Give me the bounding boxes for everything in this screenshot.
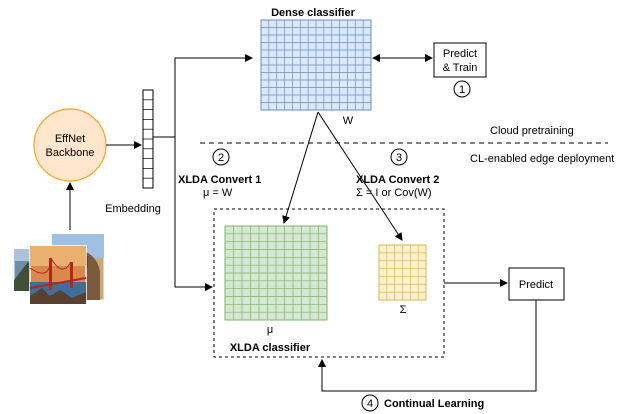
mu-label: μ <box>267 324 273 336</box>
sigma-label: Σ <box>400 304 407 316</box>
convert1-arrow <box>282 111 319 224</box>
backbone-label-2: Backbone <box>46 147 95 159</box>
convert2-title: XLDA Convert 2 <box>356 174 439 186</box>
mu-grid <box>224 225 328 321</box>
step4-circle <box>361 394 379 412</box>
continual-learning-arrow <box>318 300 537 392</box>
predict-train-label-2: & Train <box>443 62 478 74</box>
predict-train-box <box>433 42 487 78</box>
cl-edge-deployment-label: CL-enabled edge deployment <box>470 153 614 165</box>
backbone-label-1: EffNet <box>55 133 85 145</box>
step3-number: 3 <box>396 152 402 164</box>
sigma-grid <box>378 244 427 301</box>
convert1-title: XLDA Convert 1 <box>178 174 261 186</box>
embedding-label: Embedding <box>105 203 161 215</box>
embedding-to-dense-arrow <box>153 54 253 138</box>
predict-box <box>508 267 565 301</box>
step3-circle <box>390 148 408 166</box>
step2-circle <box>212 148 230 166</box>
convert2-arrow <box>317 111 403 241</box>
embedding-vector <box>142 89 154 189</box>
dense-classifier-grid <box>260 19 372 111</box>
xlda-classifier-box <box>213 208 445 358</box>
convert1-equation: μ = W <box>203 187 233 199</box>
dense-classifier-title: Dense classifier <box>271 7 355 19</box>
cloud-pretraining-label: Cloud pretraining <box>490 125 574 137</box>
predict-label: Predict <box>519 279 553 291</box>
step1-number: 1 <box>459 84 465 96</box>
embedding-to-xlda-arrow <box>174 137 213 291</box>
input-images <box>13 233 105 305</box>
xlda-classifier-label: XLDA classifier <box>230 342 311 354</box>
continual-learning-label: Continual Learning <box>384 398 484 410</box>
step4-number: 4 <box>367 398 373 410</box>
predict-train-label-1: Predict <box>443 48 477 60</box>
convert2-equation: Σ = I or Cov(W) <box>356 187 432 199</box>
step2-number: 2 <box>218 152 224 164</box>
effnet-backbone-node <box>33 108 107 182</box>
step1-circle <box>453 80 471 98</box>
photo-front-golden-gate <box>29 245 87 305</box>
w-label: W <box>343 115 354 127</box>
